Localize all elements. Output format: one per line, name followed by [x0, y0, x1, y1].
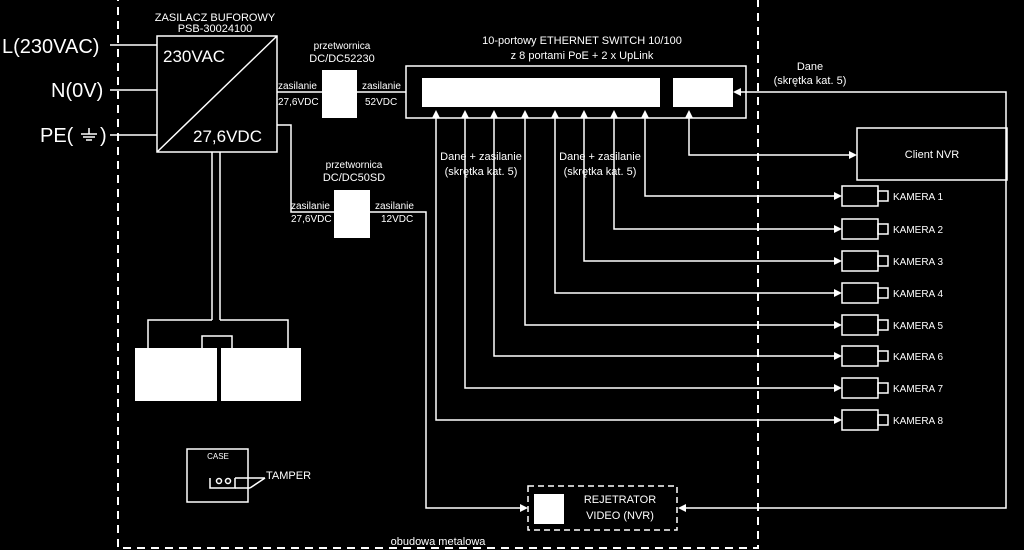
conv2-out-2: 12VDC: [381, 214, 413, 225]
battery-2: [221, 348, 301, 401]
camera-7-body: [841, 377, 879, 399]
conv2-in-2: 27,6VDC: [291, 214, 332, 225]
conv1-out-2: 52VDC: [365, 97, 397, 108]
psu-diagonal: [156, 35, 278, 153]
data-link-line1: Dane: [797, 61, 823, 73]
psu-output-label: 27,6VDC: [193, 127, 262, 146]
uplink-ports-block: [673, 78, 733, 107]
camera-8-lens: [877, 414, 889, 426]
camera-3-label: KAMERA 3: [893, 257, 943, 268]
camera-4-lens: [877, 287, 889, 299]
camera-5-lens: [877, 319, 889, 331]
arrowheads: [432, 88, 857, 512]
metal-enclosure: [117, 0, 759, 549]
camera-2-body: [841, 218, 879, 240]
case-box: [186, 448, 249, 503]
input-l-label: L(230VAC): [2, 36, 99, 58]
recorder-line1: REJETRATOR: [584, 494, 656, 506]
battery-1: [135, 348, 217, 401]
camera-6-body: [841, 345, 879, 367]
poe-group2-line2: (skrętka kat. 5): [564, 166, 637, 178]
poe-ports-block: [422, 78, 660, 107]
camera-3-lens: [877, 255, 889, 267]
recorder-icon: [534, 494, 564, 524]
camera-1-label: KAMERA 1: [893, 192, 943, 203]
poe-group1-line1: Dane + zasilanie: [440, 151, 522, 163]
camera-4-body: [841, 282, 879, 304]
camera-8-label: KAMERA 8: [893, 416, 943, 427]
client-nvr-box: [856, 127, 1008, 181]
camera-1-body: [841, 185, 879, 207]
input-pe-label: PE(: [40, 125, 74, 147]
input-pe-close: ): [100, 125, 107, 147]
input-n-label: N(0V): [51, 80, 103, 102]
psu-input-label: 230VAC: [163, 47, 225, 66]
camera-6-lens: [877, 350, 889, 362]
conv2-title-2: DC/DC50SD: [323, 172, 385, 184]
psu-title-1: ZASILACZ BUFOROWY: [155, 12, 276, 24]
camera-4-label: KAMERA 4: [893, 289, 943, 300]
camera-5-body: [841, 314, 879, 336]
conv2-in-1: zasilanie: [291, 201, 330, 212]
camera-7-label: KAMERA 7: [893, 384, 943, 395]
conv1-title-1: przetwornica: [314, 41, 371, 52]
camera-6-label: KAMERA 6: [893, 352, 943, 363]
data-link-line2: (skrętka kat. 5): [774, 75, 847, 87]
converter-2-box: [334, 190, 370, 238]
conv2-out-1: zasilanie: [375, 201, 414, 212]
camera-3-body: [841, 250, 879, 272]
conv1-in-1: zasilanie: [278, 81, 317, 92]
psu-title-2: PSB-30024100: [178, 23, 253, 35]
poe-group2-line1: Dane + zasilanie: [559, 151, 641, 163]
camera-2-label: KAMERA 2: [893, 225, 943, 236]
conv2-title-1: przetwornica: [326, 160, 383, 171]
camera-2-lens: [877, 223, 889, 235]
converter-1-box: [322, 70, 357, 118]
switch-title-2: z 8 portami PoE + 2 x UpLink: [511, 50, 654, 62]
recorder-line2: VIDEO (NVR): [586, 510, 654, 522]
client-nvr-label: Client NVR: [905, 149, 959, 161]
conv1-title-2: DC/DC52230: [309, 53, 374, 65]
enclosure-label: obudowa metalowa: [391, 536, 487, 548]
tamper-label: TAMPER: [266, 470, 311, 482]
conv1-out-1: zasilanie: [362, 81, 401, 92]
camera-1-lens: [877, 190, 889, 202]
case-label: CASE: [207, 452, 229, 461]
poe-group1-line2: (skrętka kat. 5): [445, 166, 518, 178]
camera-5-label: KAMERA 5: [893, 321, 943, 332]
camera-7-lens: [877, 382, 889, 394]
switch-title-1: 10-portowy ETHERNET SWITCH 10/100: [482, 35, 682, 47]
camera-8-body: [841, 409, 879, 431]
conv1-in-2: 27,6VDC: [278, 97, 319, 108]
psu-box: [156, 35, 278, 153]
